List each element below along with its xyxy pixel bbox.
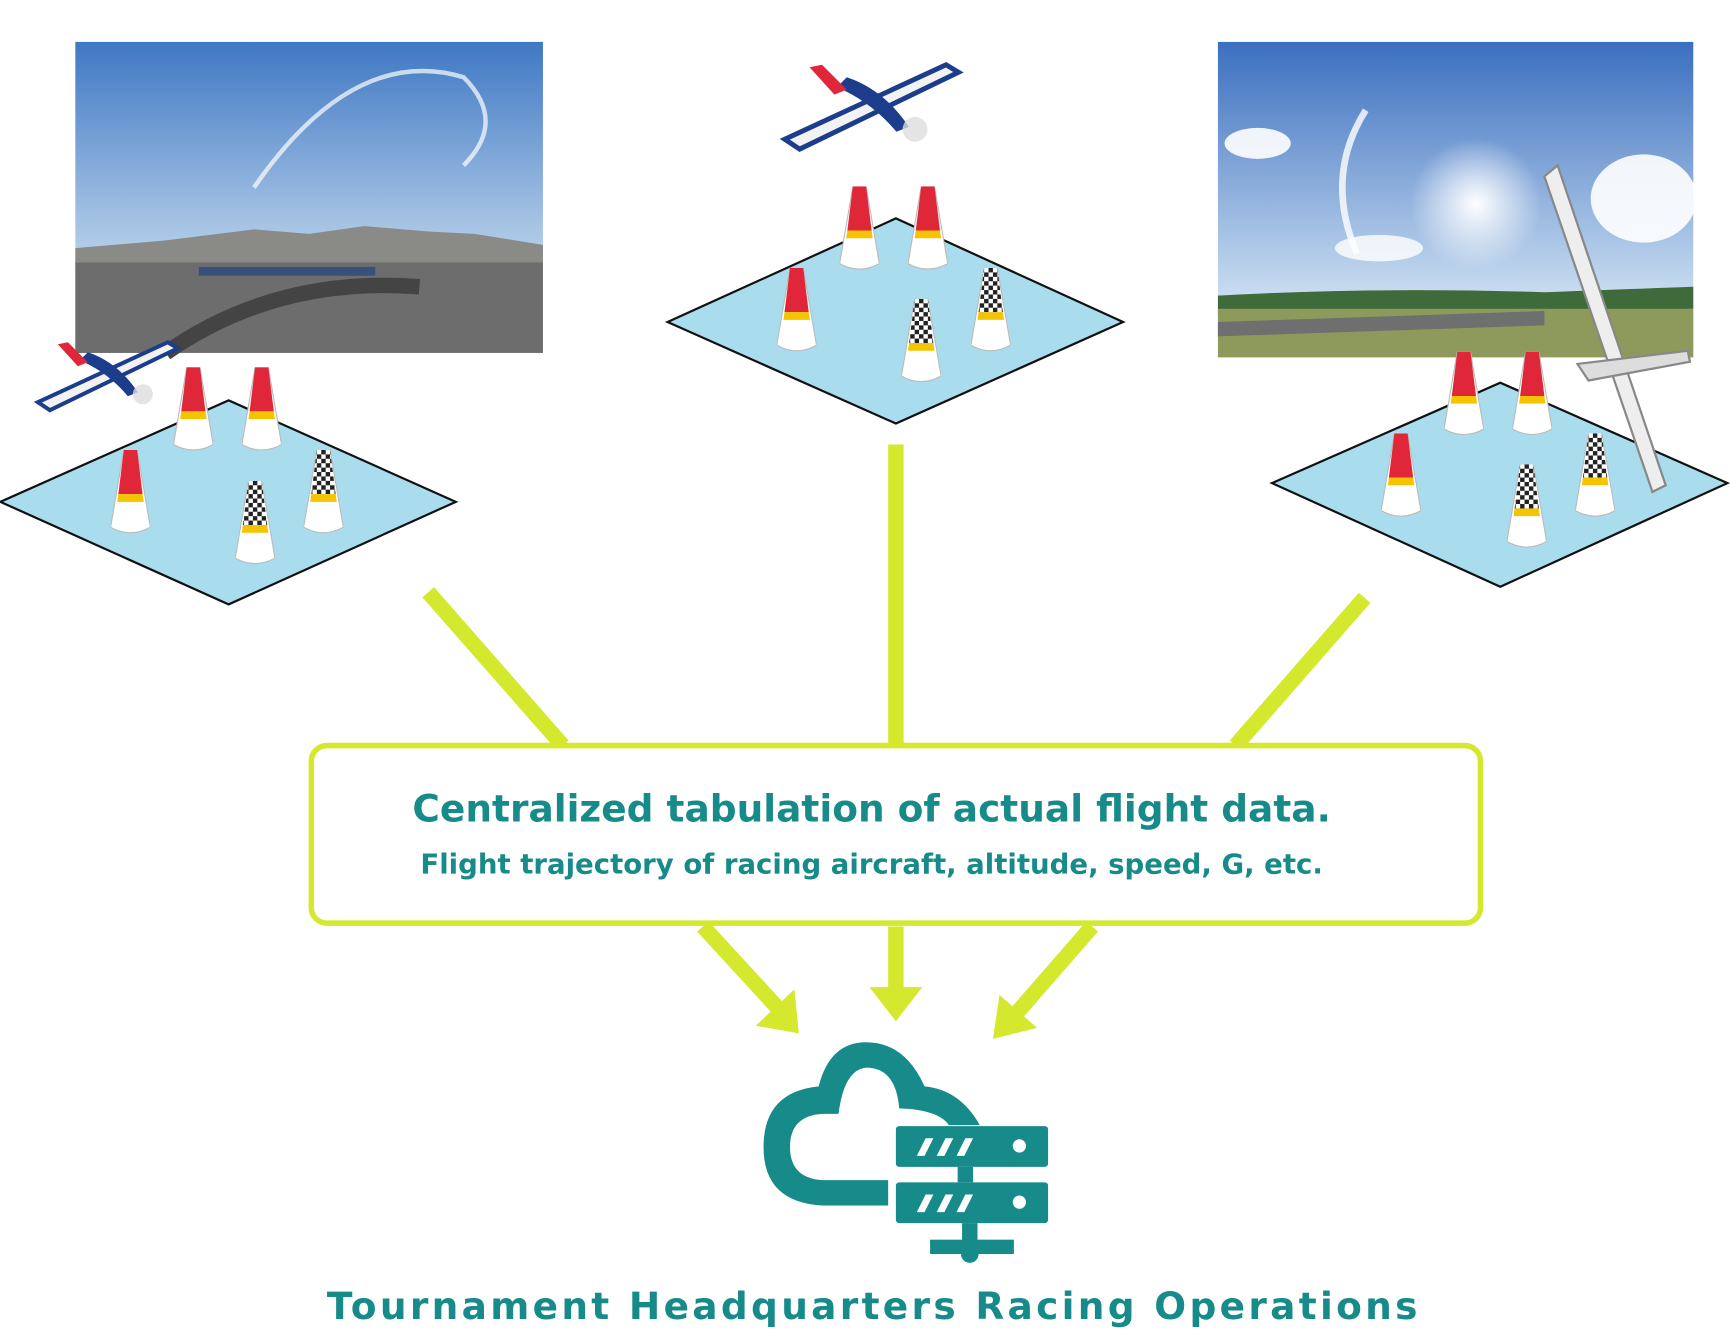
race-track-pad-left — [0, 399, 459, 606]
race-venue-photo-left — [75, 41, 543, 360]
data-flow-arrows-out — [697, 921, 1099, 1039]
cloud-server-icon — [763, 1042, 1049, 1263]
race-track-pad-right — [1269, 381, 1730, 588]
race-track-pad-center — [664, 217, 1126, 425]
tabulation-box — [308, 742, 1484, 926]
data-flow-arrows-in — [422, 444, 1371, 751]
airplane-icon — [785, 65, 959, 149]
airplane-icon — [1543, 163, 1692, 494]
tabulation-title: Centralized tabulation of actual flight … — [412, 787, 1330, 831]
tabulation-subtitle: Flight trajectory of racing aircraft, al… — [420, 848, 1322, 881]
headquarters-label: Tournament Headquarters Racing Operation… — [327, 1284, 1421, 1328]
race-venue-photo-right — [1217, 41, 1697, 358]
